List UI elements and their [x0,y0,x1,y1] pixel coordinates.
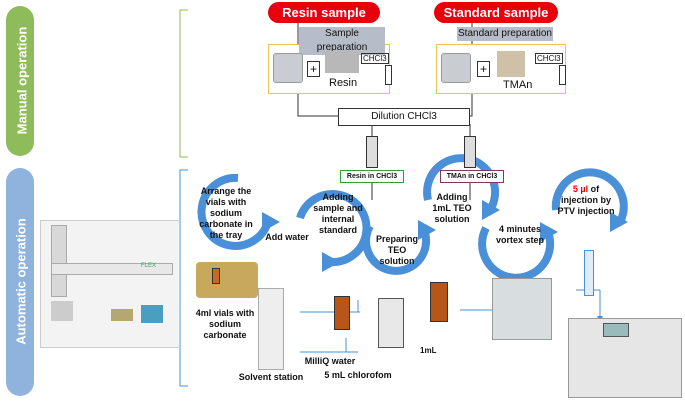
step-adding-sample: Adding sample and internal standard [313,192,363,235]
milliq-label: MilliQ water [304,356,356,366]
plus-sign: + [307,61,321,77]
plus-sign: + [477,61,491,77]
step-preparing-teo: Preparing TEO solution [375,234,418,266]
gc-instrument-icon [568,318,682,398]
step-injection: 5 µl of injection by PTV injection [557,184,615,216]
dilution-box: Dilution CHCl3 [338,108,470,126]
tray-icon [51,301,73,321]
gc-screen-icon [603,323,629,337]
solvent-station-icon [258,288,284,370]
balance-icon [441,53,471,83]
resin-in-chcl3-label: Resin in CHCl3 [340,170,404,183]
chloroform-label: 5 mL chlorofom [324,370,392,380]
step-arrange: Arrange the vials with sodium carbonate … [199,186,253,240]
step-adding-teo: Adding 1mL TEO solution [432,192,472,224]
syringe-icon [584,250,594,296]
tman-photo-icon [497,51,525,77]
chcl3-box-left: CHCl3 [361,53,389,64]
amber-vial-icon [334,296,350,330]
flex-label: FLEX [141,263,157,269]
injection-amount: 5 µl [572,184,589,194]
step-add-water: Add water [265,232,309,242]
tman-vial-icon [464,136,476,168]
resin-photo-icon [325,51,359,73]
amber-vial-icon [430,282,448,322]
tman-in-chcl3-label: TMAn in CHCl3 [440,170,504,183]
vial-icon [212,268,220,284]
chcl3-box-right: CHCl3 [535,53,563,64]
resin-label: Resin [329,77,358,89]
manual-operation-pill [6,6,34,156]
balance-icon [273,53,303,83]
instrument-tower [51,225,67,297]
one-ml-label: 1mL [420,346,437,355]
instrument-rail [51,263,173,275]
standard-prep-box: Standard preparation + TMAn CHCl3 [436,27,566,94]
tray-icon [141,305,163,323]
standard-sample-title: Standard sample [434,2,558,23]
vial-icon [385,65,392,85]
standard-preparation-bar: Standard preparation [457,27,553,41]
tman-label: TMAn [503,79,533,91]
vial-icon [559,65,566,85]
step-vortex: 4 minutes vortex step [495,224,545,245]
teo-bottle-icon [378,298,404,348]
resin-sample-title: Resin sample [268,2,380,23]
resin-prep-box: Sample preparation + Resin CHCl3 [268,27,392,94]
autosampler-instrument: FLEX [40,220,180,348]
vial-tray-icon [196,262,258,298]
sample-preparation-bar: Sample preparation [299,27,385,55]
vials-label: 4ml vials with sodium carbonate [195,308,255,340]
automatic-operation-pill [6,168,34,396]
tray-icon [111,309,133,321]
vortex-icon [492,278,552,340]
resin-vial-icon [366,136,378,168]
solvent-station-label: Solvent station [238,372,304,382]
